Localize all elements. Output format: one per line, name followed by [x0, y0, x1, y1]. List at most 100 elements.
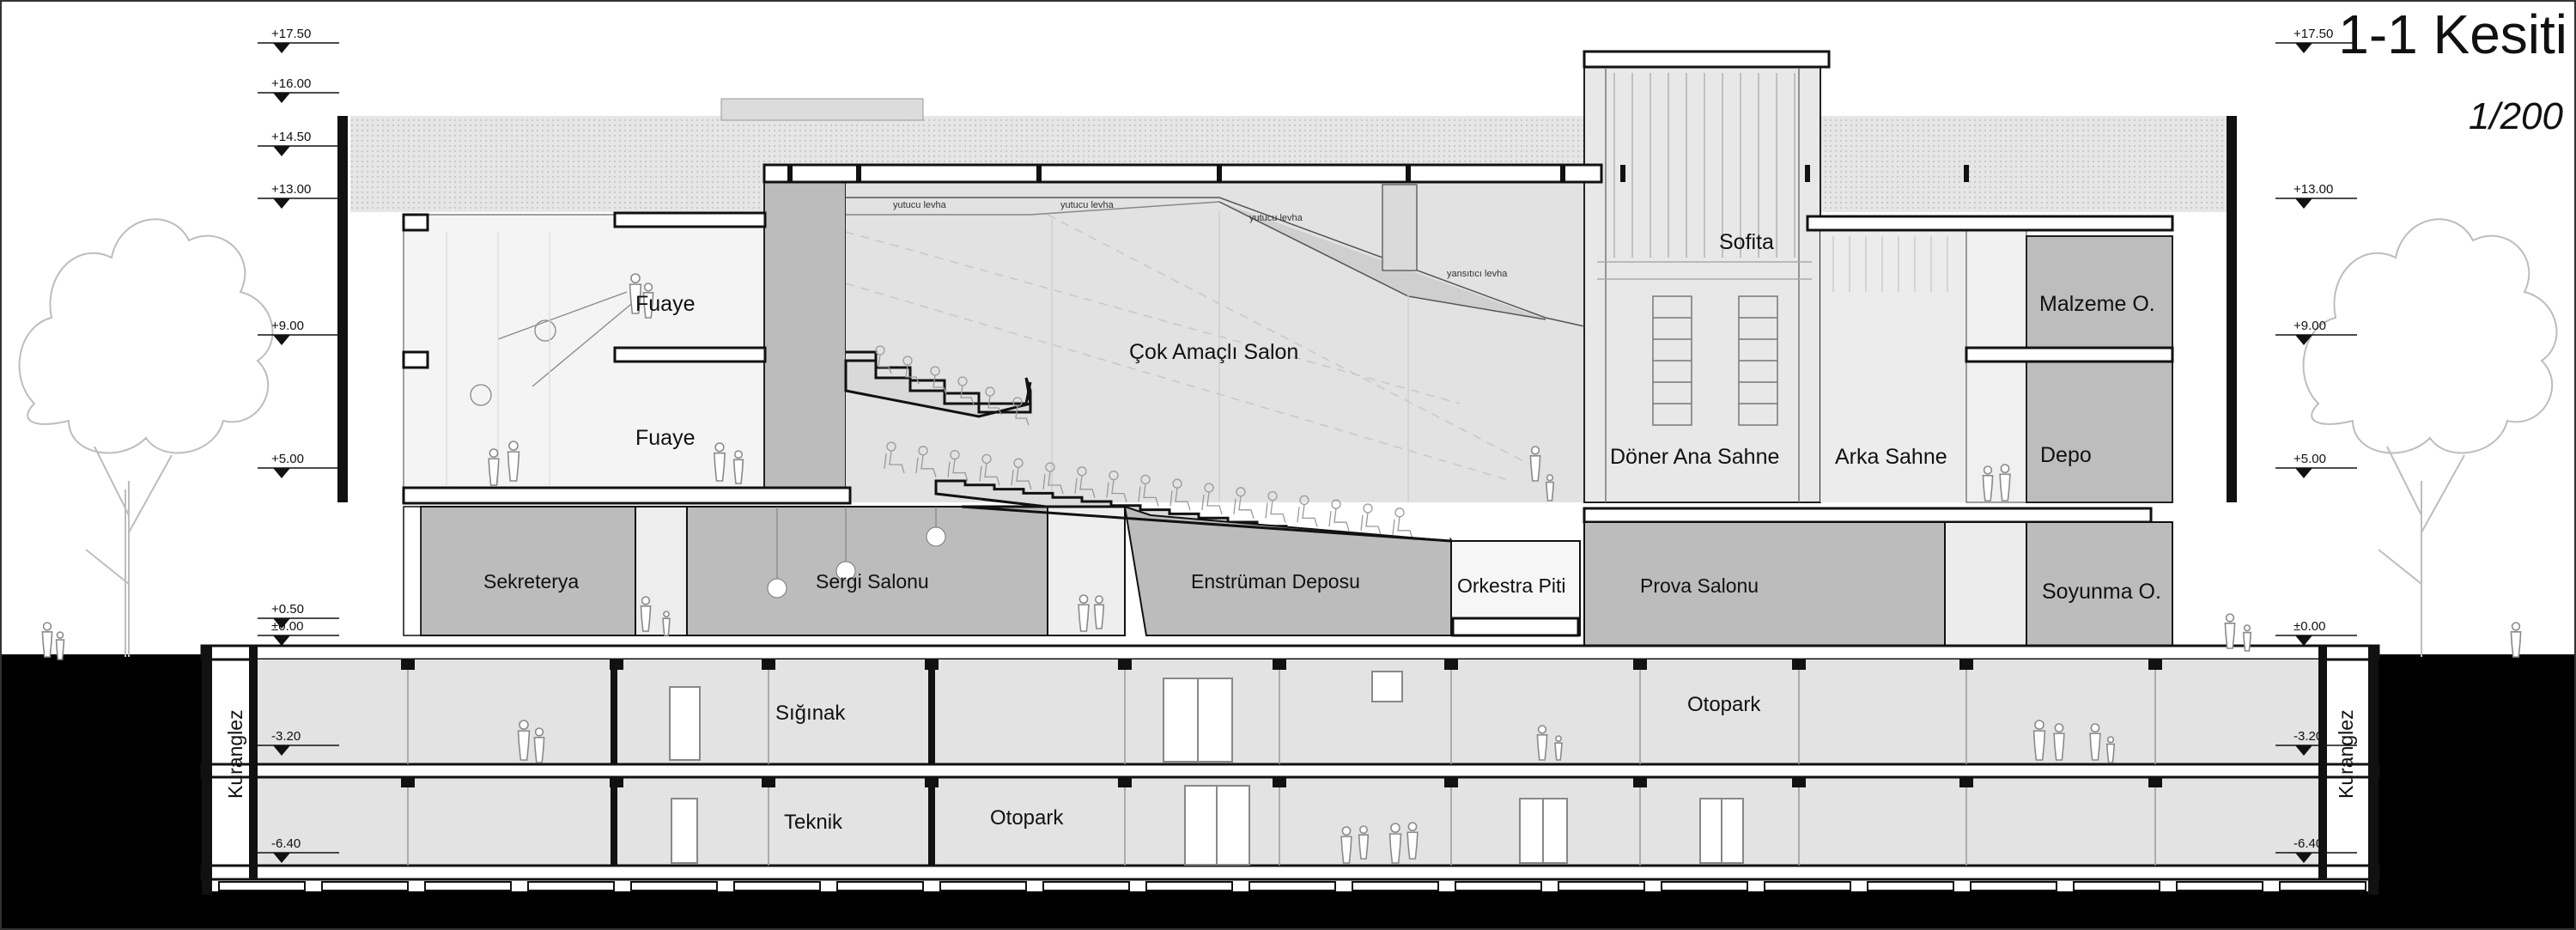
- elev-left-1: +16.00: [258, 76, 339, 103]
- elev-right-3: +5.00: [2275, 452, 2357, 478]
- label-otopark-b2: Otopark: [990, 806, 1064, 830]
- footing: [733, 881, 821, 891]
- person: [629, 273, 642, 314]
- footing: [1352, 881, 1439, 891]
- seat-figure: [947, 449, 969, 482]
- elev-left-label-3: +13.00: [271, 182, 311, 197]
- person: [507, 441, 520, 482]
- footing: [218, 881, 306, 891]
- seat-figure: [1328, 499, 1350, 532]
- column-cap: [2148, 777, 2162, 787]
- footing: [321, 881, 409, 891]
- elev-left-0: +17.50: [258, 27, 339, 53]
- column-cap: [1959, 777, 1973, 787]
- elev-left-label-9: -6.40: [271, 836, 301, 851]
- elev-right-label-5: -3.20: [2293, 729, 2323, 744]
- balcony-seat-figure: [957, 376, 975, 405]
- seat-figure: [1106, 470, 1127, 502]
- person: [713, 442, 726, 482]
- person: [55, 631, 65, 660]
- basement-columns: [401, 660, 2162, 866]
- column-cap: [1959, 660, 1973, 670]
- person: [41, 622, 53, 658]
- footing: [630, 881, 718, 891]
- seat-figure: [884, 441, 905, 474]
- label-soyunma: Soyunma O.: [2042, 580, 2161, 604]
- elev-left-8: -3.20: [258, 729, 339, 756]
- label-arka-sahne: Arka Sahne: [1835, 445, 1947, 469]
- ceiling-note-2: yutucu levha: [1060, 200, 1115, 210]
- seat-figure: [1233, 487, 1255, 519]
- label-siginak: Sığınak: [775, 702, 846, 725]
- footing: [527, 881, 615, 891]
- label-kuranglez-left: Kuranglez: [224, 709, 246, 799]
- elev-left-label-7: ±0.00: [271, 619, 303, 634]
- balcony: [844, 350, 1032, 418]
- ground: [0, 654, 2576, 930]
- footing: [1249, 881, 1336, 891]
- column-cap: [1792, 777, 1806, 787]
- tree-left: [18, 218, 274, 657]
- column-cap: [1118, 777, 1132, 787]
- elev-left-label-0: +17.50: [271, 27, 311, 41]
- elev-right-5: -3.20: [2275, 729, 2357, 756]
- elev-left-label-2: +14.50: [271, 130, 311, 144]
- elev-left-label-5: +5.00: [271, 452, 304, 466]
- room-labels: Fuaye Fuaye Çok Amaçlı Salon Sofita Malz…: [224, 230, 2357, 834]
- label-teknik: Teknik: [784, 811, 843, 834]
- seat-figure: [1042, 462, 1064, 495]
- person: [2032, 720, 2046, 761]
- column-cap: [762, 660, 775, 670]
- footing: [1558, 881, 1645, 891]
- elev-left-3: +13.00: [258, 182, 339, 209]
- person: [2053, 723, 2065, 761]
- label-orkestra-piti: Orkestra Piti: [1457, 574, 1566, 597]
- seat-figure: [915, 446, 937, 477]
- auditorium-ceiling: [845, 184, 1585, 502]
- wall-segment: [928, 660, 935, 764]
- balcony-seat-figure: [902, 356, 920, 385]
- person: [1406, 822, 1419, 860]
- basement: [200, 646, 2380, 895]
- footing: [2279, 881, 2366, 891]
- person: [2105, 736, 2116, 763]
- person: [642, 283, 654, 319]
- person: [732, 450, 744, 484]
- person: [1554, 735, 1563, 761]
- foyer-details: [446, 232, 636, 485]
- seat-figure: [1011, 458, 1032, 490]
- column-cap: [1792, 660, 1806, 670]
- label-prova-salonu: Prova Salonu: [1640, 574, 1759, 597]
- person: [533, 727, 545, 763]
- person: [662, 611, 671, 636]
- person: [1388, 823, 1402, 864]
- balcony-seat-figure: [1012, 397, 1030, 426]
- label-fuaye-upper: Fuaye: [635, 292, 695, 316]
- label-depo: Depo: [2040, 443, 2092, 467]
- footing: [1970, 881, 2057, 891]
- seat-figure: [979, 453, 1000, 486]
- label-sofita: Sofita: [1719, 230, 1774, 254]
- footing: [424, 881, 512, 891]
- person: [2089, 723, 2101, 761]
- slab-tick: [1217, 165, 1222, 182]
- slab-tick: [1036, 165, 1042, 182]
- label-sekreterya: Sekreterya: [483, 570, 579, 593]
- arka-sahne-lines: [1832, 236, 1948, 292]
- seat-figure: [1265, 490, 1286, 523]
- slab-tick: [1560, 165, 1565, 182]
- person: [1078, 594, 1090, 632]
- person: [517, 720, 531, 761]
- elev-right-2: +9.00: [2275, 319, 2357, 345]
- elev-left-label-4: +9.00: [271, 319, 304, 333]
- elev-right-1: +13.00: [2275, 182, 2357, 209]
- seat-figure: [1074, 466, 1096, 498]
- elev-left-2: +14.50: [258, 130, 339, 156]
- label-malzeme: Malzeme O.: [2039, 292, 2155, 316]
- footing: [1867, 881, 1954, 891]
- elev-right-label-4: ±0.00: [2293, 619, 2325, 634]
- drawing-scale: 1/200: [2469, 95, 2564, 137]
- column-cap: [762, 777, 775, 787]
- slab-tick: [1620, 165, 1625, 182]
